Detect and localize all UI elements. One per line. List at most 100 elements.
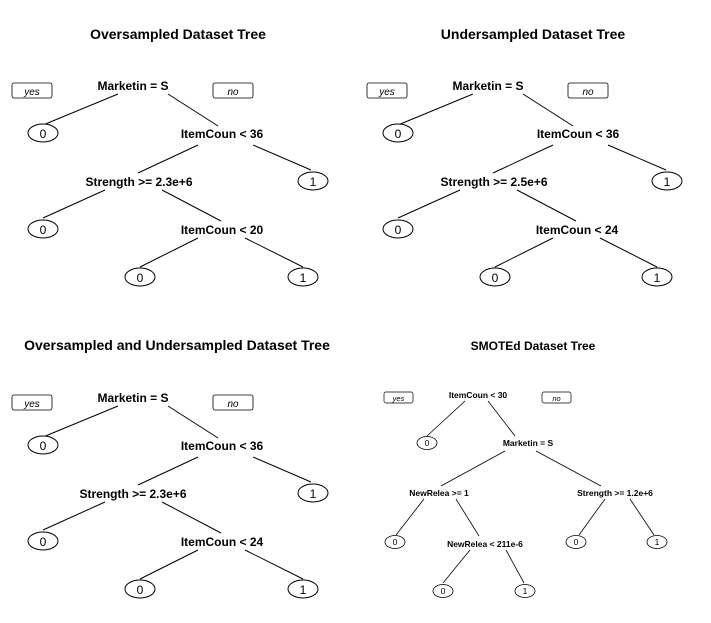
split-node: Marketin = S	[97, 391, 168, 405]
tree-edge	[161, 501, 222, 534]
yes-box: yes	[11, 82, 53, 99]
yes-box-frame	[366, 82, 408, 99]
leaf-label: 1	[655, 537, 660, 547]
panel-title: Oversampled and Undersampled Dataset Tre…	[24, 337, 330, 353]
leaf-label: 0	[40, 127, 47, 141]
split-node: Strength >= 2.3e+6	[79, 487, 186, 501]
leaf-label: 1	[664, 175, 671, 189]
leaf-label: 1	[300, 271, 307, 285]
split-node: Strength >= 1.2e+6	[577, 488, 653, 498]
tree-edge	[137, 456, 199, 486]
no-box: no	[212, 394, 254, 411]
tree-edge	[578, 498, 606, 536]
panel-oversampled: Oversampled Dataset Tree yes no Marketin…	[11, 26, 329, 287]
yes-box: yes	[383, 391, 414, 404]
leaf-label: 0	[137, 583, 144, 597]
tree-edge	[42, 93, 119, 126]
leaf-node	[651, 171, 683, 191]
leaf-label: 0	[492, 271, 499, 285]
tree-edge	[252, 456, 312, 483]
yes-label: yes	[378, 87, 395, 98]
tree-edge	[244, 237, 304, 268]
tree-edge	[442, 549, 471, 584]
tree-edge	[139, 237, 199, 268]
leaf-label: 1	[310, 487, 317, 501]
leaf-node	[297, 483, 329, 503]
panel-over-undersampled: Oversampled and Undersampled Dataset Tre…	[11, 337, 330, 599]
leaf-label: 1	[523, 586, 528, 596]
leaf-label: 0	[137, 271, 144, 285]
no-label: no	[552, 394, 560, 403]
tree-edge	[516, 189, 577, 222]
no-label: no	[582, 87, 594, 98]
leaf-node	[27, 123, 59, 143]
tree-edges	[397, 93, 667, 268]
split-node: Strength >= 2.5e+6	[440, 175, 547, 189]
tree-edge	[599, 237, 658, 268]
leaf-node	[514, 584, 536, 598]
split-node: ItemCoun < 20	[181, 223, 264, 237]
leaf-label: 0	[441, 586, 446, 596]
no-label: no	[227, 87, 239, 98]
no-box-frame	[212, 394, 254, 411]
no-box-frame	[567, 82, 609, 99]
leaf-node	[287, 579, 319, 599]
leaf-node	[416, 436, 438, 450]
leaf-node	[641, 267, 673, 287]
leaf-node	[646, 535, 668, 549]
leaf-label: 0	[395, 223, 402, 237]
yes-box-frame	[11, 394, 53, 411]
leaf-label: 0	[40, 535, 47, 549]
split-node: Marketin = S	[97, 79, 168, 93]
tree-edge	[161, 189, 222, 222]
no-box-frame	[212, 82, 254, 99]
tree-edges	[42, 405, 312, 580]
no-box: no	[541, 391, 572, 404]
tree-edge	[42, 501, 106, 531]
tree-edge	[395, 498, 425, 536]
panel-smoted: SMOTEd Dataset Tree yes no ItemCoun < 30…	[383, 339, 668, 598]
no-box: no	[212, 82, 254, 99]
split-node: ItemCoun < 36	[181, 127, 264, 141]
panel-title: SMOTEd Dataset Tree	[471, 339, 596, 353]
split-node: Marketin = S	[503, 438, 554, 448]
tree-edge	[426, 400, 466, 437]
split-node: ItemCoun < 24	[536, 223, 619, 237]
leaf-label: 0	[40, 439, 47, 453]
leaf-label: 0	[574, 537, 579, 547]
tree-edge	[535, 450, 602, 487]
tree-edge	[139, 549, 199, 580]
leaf-label: 0	[395, 127, 402, 141]
tree-edge	[455, 498, 480, 537]
tree-edge	[167, 93, 219, 127]
tree-edge	[244, 549, 304, 580]
tree-edge	[252, 144, 312, 171]
no-label: no	[227, 399, 239, 410]
split-node: NewRelea >= 1	[409, 488, 469, 498]
split-node: ItemCoun < 36	[181, 439, 264, 453]
leaf-node	[479, 267, 511, 287]
tree-edge	[494, 237, 554, 268]
leaf-node	[382, 219, 414, 239]
split-node: Marketin = S	[452, 79, 523, 93]
yes-label: yes	[392, 394, 405, 403]
leaf-node	[384, 535, 406, 549]
tree-edge	[397, 93, 474, 126]
tree-edge	[505, 549, 525, 584]
tree-edge	[42, 405, 119, 438]
split-node: NewRelea < 211e-6	[447, 539, 523, 549]
leaf-node	[565, 535, 587, 549]
no-box: no	[567, 82, 609, 99]
leaf-label: 1	[654, 271, 661, 285]
tree-edge	[607, 144, 667, 171]
leaf-node	[27, 531, 59, 551]
split-node: ItemCoun < 30	[449, 390, 508, 400]
leaf-node	[297, 171, 329, 191]
leaf-node	[432, 584, 454, 598]
leaf-node	[27, 219, 59, 239]
leaf-label: 0	[393, 537, 398, 547]
split-node: Strength >= 2.3e+6	[85, 175, 192, 189]
tree-edge	[492, 144, 554, 174]
leaf-label: 1	[310, 175, 317, 189]
